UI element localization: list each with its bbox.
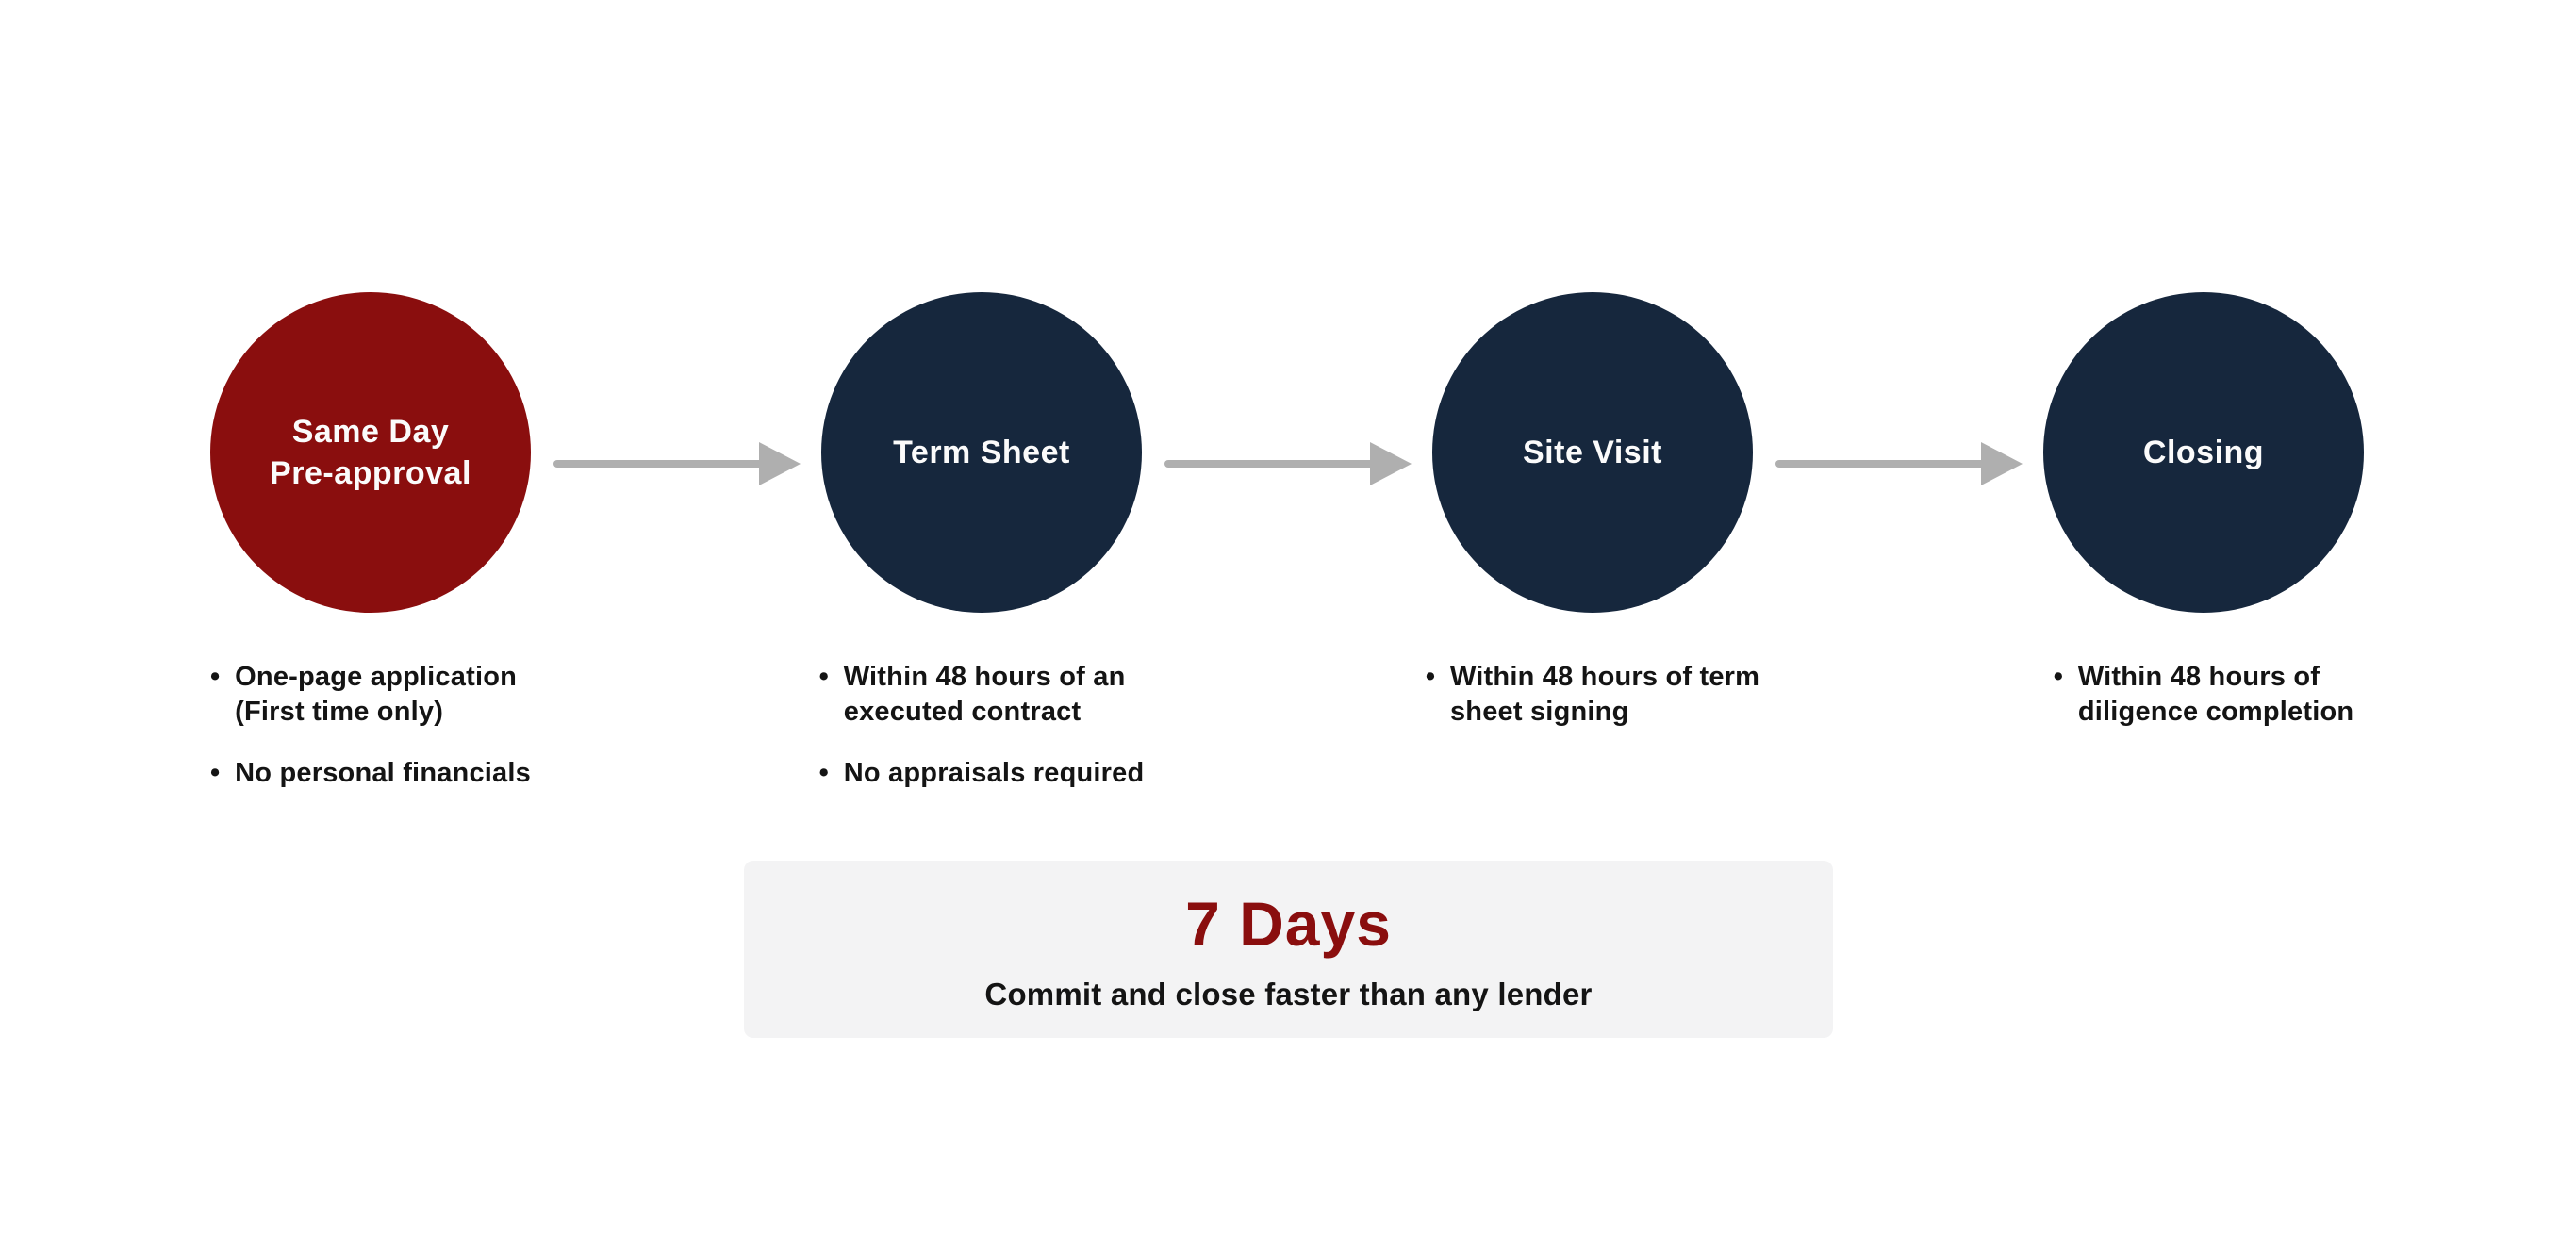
step-label: Term Sheet xyxy=(893,434,1070,470)
step-label: Site Visit xyxy=(1523,434,1662,470)
step-bullet-list: One-page application (First time only) N… xyxy=(210,660,531,817)
bullet-text: Within 48 hours of diligence completion xyxy=(2077,662,2354,727)
summary-headline: 7 Days xyxy=(1185,888,1392,959)
step-circle-pre-approval: Same Day Pre-approval xyxy=(210,292,531,613)
bullet-dot-icon xyxy=(1426,660,1450,695)
arrow-right-icon xyxy=(1164,442,1412,485)
step-bullet-list: Within 48 hours of term sheet signing xyxy=(1426,660,1759,756)
list-item: Within 48 hours of an executed contract xyxy=(819,660,1145,730)
arrow-right-icon xyxy=(1775,442,2023,485)
bullet-dot-icon xyxy=(210,756,235,791)
bullet-text: No personal financials xyxy=(235,758,531,788)
bullet-text: Within 48 hours of term sheet signing xyxy=(1449,662,1760,727)
bullet-dot-icon xyxy=(819,660,844,695)
arrow-head xyxy=(1370,442,1412,485)
step-closing: Closing Within 48 hours of diligence com… xyxy=(1996,292,2411,756)
list-item: No appraisals required xyxy=(819,756,1145,791)
arrow-head xyxy=(1981,442,2023,485)
step-circle-term-sheet: Term Sheet xyxy=(821,292,1142,613)
arrow-line xyxy=(1164,460,1374,468)
bullet-text: Within 48 hours of an executed contract xyxy=(843,662,1126,727)
bullet-dot-icon xyxy=(819,756,844,791)
arrow-head xyxy=(759,442,801,485)
bullet-text: No appraisals required xyxy=(843,758,1145,788)
list-item: Within 48 hours of diligence completion xyxy=(2054,660,2354,730)
step-label: Closing xyxy=(2142,434,2265,470)
list-item: One-page application (First time only) xyxy=(210,660,531,730)
arrow-line xyxy=(553,460,763,468)
bullet-dot-icon xyxy=(2054,660,2078,695)
bullet-dot-icon xyxy=(210,660,235,695)
step-circle-closing: Closing xyxy=(2043,292,2364,613)
step-site-visit: Site Visit Within 48 hours of term sheet… xyxy=(1385,292,1800,756)
list-item: Within 48 hours of term sheet signing xyxy=(1426,660,1759,730)
arrow-right-icon xyxy=(553,442,801,485)
list-item: No personal financials xyxy=(210,756,531,791)
step-bullet-list: Within 48 hours of diligence completion xyxy=(2054,660,2354,756)
summary-subtext: Commit and close faster than any lender xyxy=(984,976,1593,1011)
step-pre-approval: Same Day Pre-approval One-page applicati… xyxy=(163,292,578,817)
step-bullet-list: Within 48 hours of an executed contract … xyxy=(819,660,1145,817)
summary-banner: 7 Days Commit and close faster than any … xyxy=(744,861,1833,1038)
arrow-line xyxy=(1775,460,1985,468)
step-label: Same Day Pre-approval xyxy=(270,413,471,491)
step-term-sheet: Term Sheet Within 48 hours of an execute… xyxy=(774,292,1189,817)
bullet-text: One-page application (First time only) xyxy=(235,662,518,727)
step-circle-site-visit: Site Visit xyxy=(1432,292,1753,613)
